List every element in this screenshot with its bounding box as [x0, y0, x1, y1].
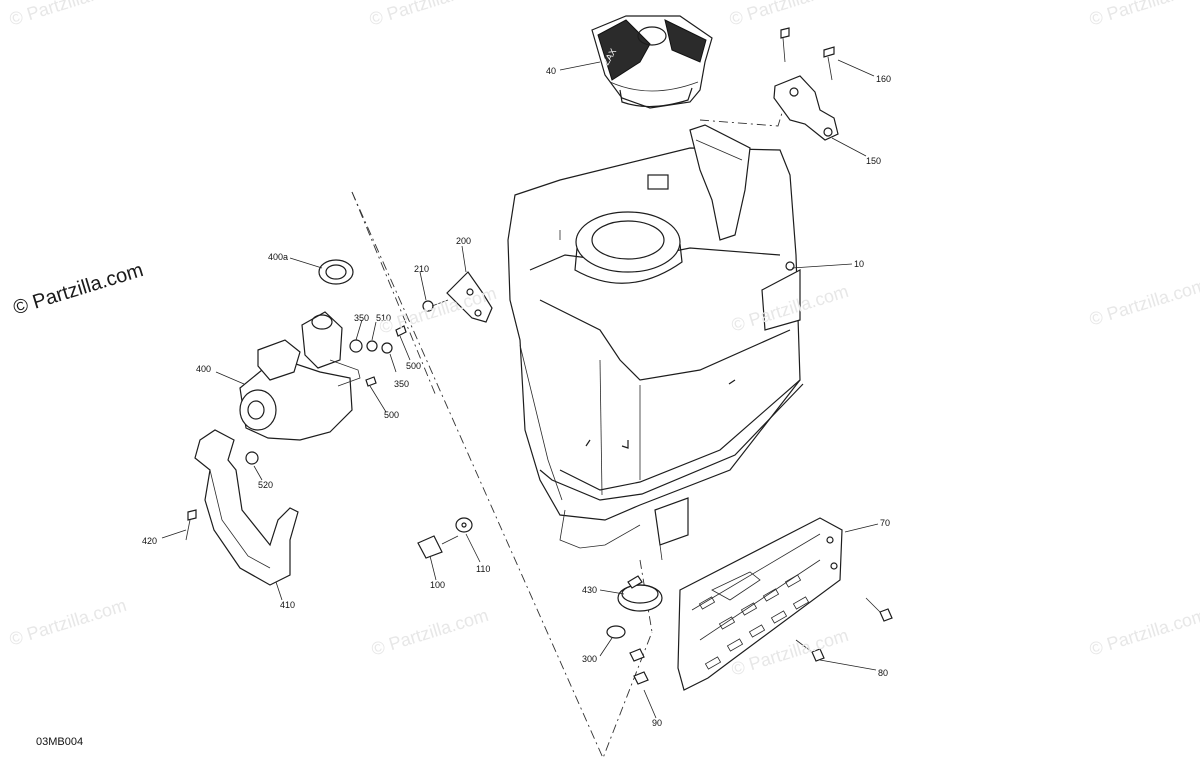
callout-300: 300: [582, 654, 598, 664]
callout-400: 400: [196, 364, 212, 374]
callout-510: 510: [376, 313, 392, 323]
callout-160: 160: [876, 74, 892, 84]
callout-400a: 400a: [268, 252, 289, 262]
callout-80: 80: [878, 668, 889, 678]
bolt-and-washer: [417, 517, 473, 559]
callout-430: 430: [582, 585, 598, 595]
callout-110: 110: [476, 564, 491, 574]
fuel-tank: [507, 124, 804, 561]
callout-150: 150: [866, 156, 882, 166]
fuel-cap: ZAX: [591, 15, 713, 109]
callout-100: 100: [430, 580, 446, 590]
callout-500-upper: 500: [406, 361, 422, 371]
hose-clamps: [606, 575, 663, 685]
figure-code: 03MB004: [36, 736, 84, 748]
callout-410: 410: [280, 600, 296, 610]
callout-350-upper: 350: [354, 313, 370, 323]
pump-strap: [185, 429, 299, 586]
callout-70: 70: [880, 518, 891, 528]
callout-leaders: [161, 59, 879, 719]
mounting-plate: [422, 271, 493, 323]
callout-350-lower: 350: [394, 379, 410, 389]
callout-500-lower: 500: [384, 410, 400, 420]
skid-plate-slots: [698, 574, 810, 670]
callout-90: 90: [652, 718, 663, 728]
callout-420: 420: [142, 536, 158, 546]
callout-200: 200: [456, 236, 472, 246]
callout-210: 210: [414, 264, 430, 274]
callout-40: 40: [546, 66, 557, 76]
callout-10: 10: [854, 259, 865, 269]
skid-plate: [677, 517, 893, 691]
callout-520: 520: [258, 480, 274, 490]
fuel-pump: [239, 259, 407, 441]
bracket-assembly: [773, 27, 839, 141]
